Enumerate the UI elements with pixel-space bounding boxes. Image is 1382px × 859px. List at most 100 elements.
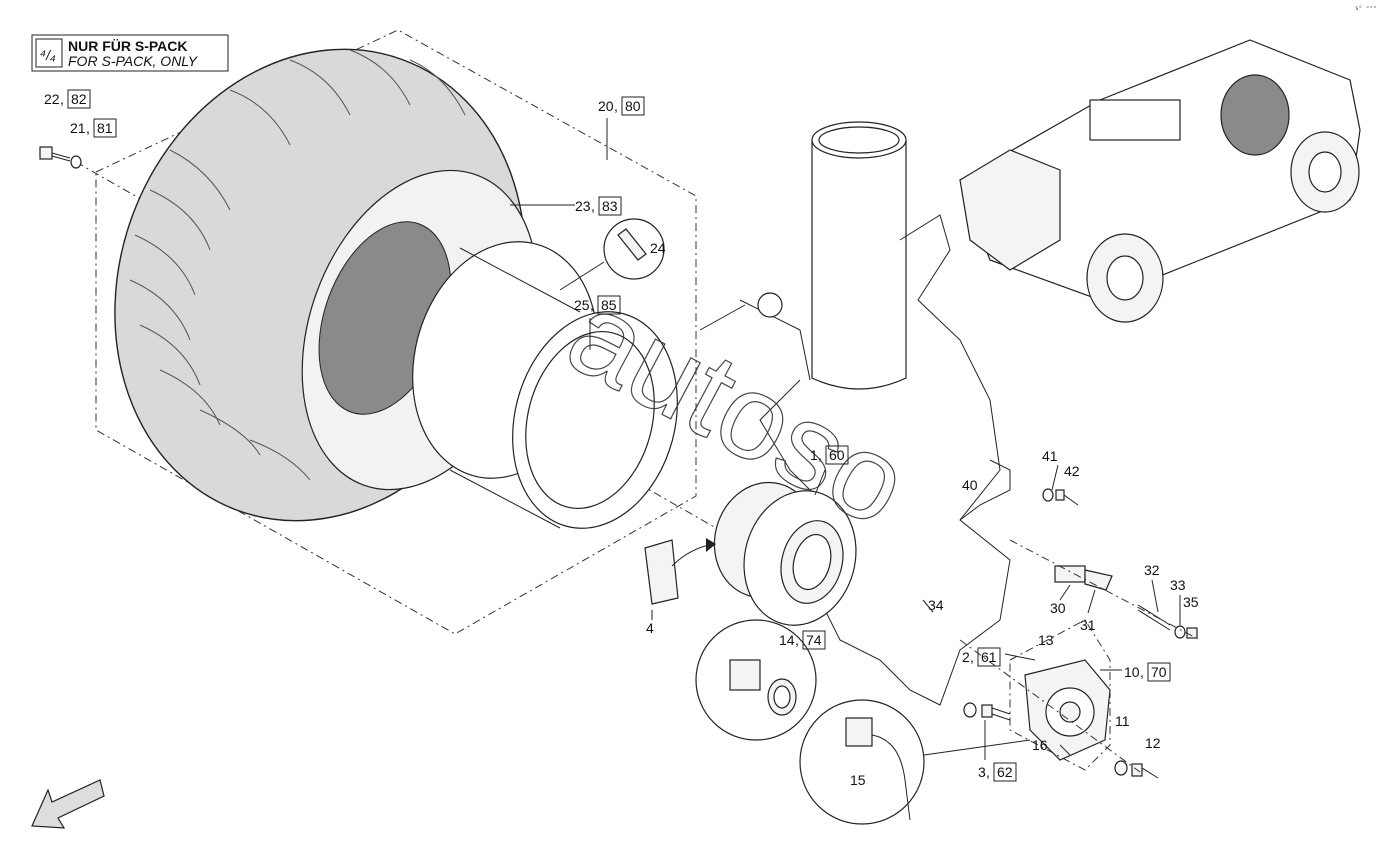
callout-separator: , (614, 98, 618, 114)
callout-ref: 61 (981, 649, 997, 665)
callout-15: 15 (850, 772, 866, 788)
header-line1: NUR FÜR S-PACK (68, 38, 188, 54)
callout-number: 13 (1038, 632, 1054, 648)
hydraulic-motor-13 (1024, 659, 1111, 761)
callout-number: 22 (44, 91, 60, 107)
callout-40: 40 (962, 477, 978, 493)
washer-11 (1114, 760, 1128, 776)
callout-number: 1 (810, 447, 818, 463)
s-pack-header: ⁴/₄ NUR FÜR S-PACK FOR S-PACK, ONLY (31, 34, 229, 72)
callout-22: 22,82 (44, 89, 91, 109)
callout-number: 16 (1032, 737, 1048, 753)
callout-ref-box (597, 295, 621, 315)
callout-ref-box (802, 630, 826, 650)
rim (412, 241, 678, 529)
bolt-22 (39, 146, 71, 162)
callout-1: 1,60 (810, 445, 849, 465)
bolt-12 (1131, 763, 1159, 779)
column-pipe (811, 121, 907, 390)
callout-ref: 60 (829, 447, 845, 463)
corner-mark: s⁰ ᵒᵒᵒ (1355, 5, 1377, 12)
callout-number: 40 (962, 477, 978, 493)
callout-25: 25,85 (574, 295, 621, 315)
callout-10: 10,70 (1124, 662, 1171, 682)
callout-20: 20,80 (598, 96, 645, 116)
callout-separator: , (591, 198, 595, 214)
callout-41: 41 (1042, 448, 1058, 464)
callout-42: 42 (1064, 463, 1080, 479)
callout-ref: 80 (625, 98, 641, 114)
s-pack-icon-glyph: ⁴/₄ (40, 47, 56, 63)
header-line2: FOR S-PACK, ONLY (68, 53, 199, 69)
callout-ref-box (993, 762, 1017, 782)
callout-2: 2,61 (962, 647, 1001, 667)
callout-number: 10 (1124, 664, 1140, 680)
callout-4: 4 (646, 620, 654, 636)
callout-labels: 22,8221,8120,8023,832425,851,60414,742,6… (44, 89, 1199, 788)
callout-number: 30 (1050, 600, 1066, 616)
callout-ref: 85 (601, 297, 617, 313)
callout-ref: 62 (997, 764, 1013, 780)
callout-ref: 74 (806, 632, 822, 648)
callout-number: 23 (575, 198, 591, 214)
callout-number: 12 (1145, 735, 1161, 751)
callout-13: 13 (1038, 632, 1054, 648)
callout-ref: 70 (1151, 664, 1167, 680)
callout-separator: , (590, 297, 594, 313)
tyre-group-frame (95, 29, 697, 635)
callout-number: 15 (850, 772, 866, 788)
callout-number: 20 (598, 98, 614, 114)
callout-33: 33 (1170, 577, 1186, 593)
leader-lines (510, 118, 1181, 760)
callout-ref: 83 (602, 198, 618, 214)
callout-16: 16 (1032, 737, 1048, 753)
callout-ref: 82 (71, 91, 87, 107)
callout-separator: , (795, 632, 799, 648)
callout-12: 12 (1145, 735, 1161, 751)
washer-33 (1174, 625, 1186, 639)
seal-detail-14 (695, 619, 817, 741)
callout-ref-box (67, 89, 91, 109)
washer-41 (1042, 488, 1054, 502)
callout-number: 3 (978, 764, 986, 780)
callout-separator: , (60, 91, 64, 107)
callout-31: 31 (1080, 617, 1096, 633)
callout-number: 21 (70, 120, 86, 136)
nut-35 (1186, 627, 1198, 639)
callout-24: 24 (650, 240, 666, 256)
callout-ref-box (825, 445, 849, 465)
callout-number: 41 (1042, 448, 1058, 464)
washer-21 (70, 155, 82, 169)
bolt-42 (1055, 489, 1079, 506)
callout-ref-box (977, 647, 1001, 667)
bolt-3 (981, 704, 1011, 721)
sensor-detail-15 (799, 699, 1031, 825)
callout-separator: , (986, 764, 990, 780)
callout-number: 35 (1183, 594, 1199, 610)
washer-2 (963, 702, 977, 718)
callout-23: 23,83 (575, 196, 622, 216)
callout-number: 14 (779, 632, 795, 648)
callout-32: 32 (1144, 562, 1160, 578)
callout-30: 30 (1050, 600, 1066, 616)
wheel-hub (713, 481, 857, 626)
bolt-32 (1137, 604, 1171, 631)
pipe-40 (959, 459, 1011, 521)
callout-separator: , (818, 447, 822, 463)
callout-separator: , (86, 120, 90, 136)
motor-group-frame (1009, 619, 1111, 771)
callout-number: 2 (962, 649, 970, 665)
callout-21: 21,81 (70, 118, 117, 138)
callout-35: 35 (1183, 594, 1199, 610)
callout-number: 34 (928, 597, 944, 613)
callout-11: 11 (1115, 713, 1130, 729)
callout-ref: 81 (97, 120, 113, 136)
machine-overview (959, 39, 1361, 323)
bracket-30 (1054, 565, 1113, 591)
callout-number: 32 (1144, 562, 1160, 578)
callout-ref-box (621, 96, 645, 116)
sealant-4 (644, 538, 716, 605)
callout-ref-box (598, 196, 622, 216)
direction-arrow-icon (31, 779, 105, 829)
